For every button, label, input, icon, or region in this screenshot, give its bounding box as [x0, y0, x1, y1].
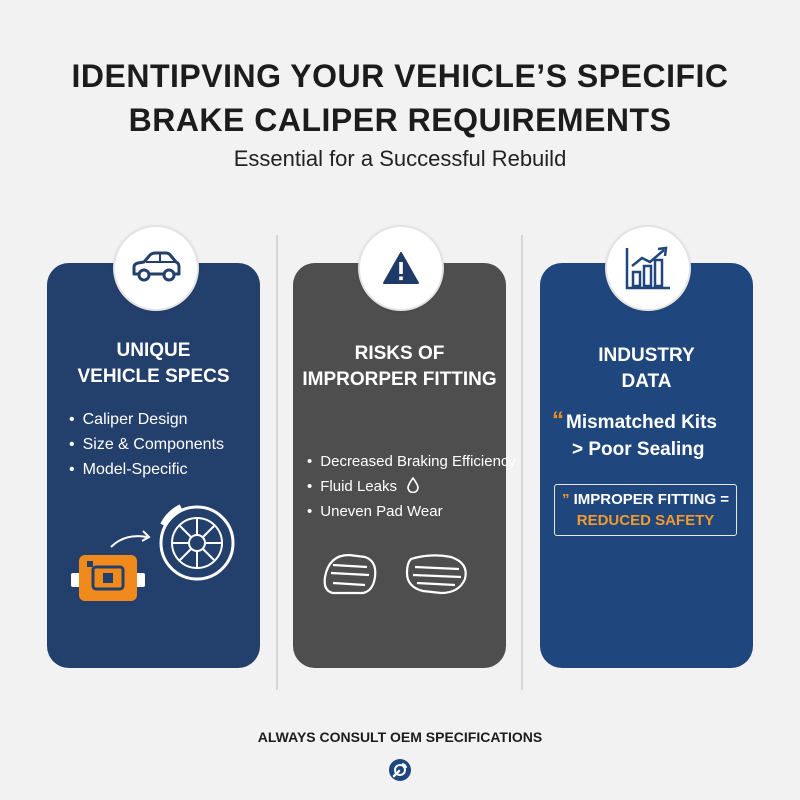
page-title-line-1: IDENTIPVING YOUR VEHICLE’S SPECIFIC [71, 58, 729, 94]
warning-icon [383, 252, 419, 284]
card-heading: UNIQUE VEHICLE SPECS [47, 338, 260, 390]
page-subtitle: Essential for a Successful Rebuild [233, 146, 567, 171]
bar-chart-icon [625, 246, 670, 290]
caliper-and-rotor-illustration [71, 504, 235, 601]
quote-mark-icon: ” [561, 491, 574, 508]
bullet-list: Decreased Braking Efficiency Fluid Leaks… [307, 449, 516, 524]
quote-line-2: > Poor Sealing [572, 439, 705, 460]
bullet-list: Caliper Design Size & Components Model-S… [69, 407, 224, 482]
page-title: IDENTIPVING YOUR VEHICLE’S SPECIFIC BRAK… [0, 54, 800, 142]
quote-line-1: Mismatched Kits [566, 412, 717, 433]
list-item: Caliper Design [69, 407, 224, 432]
page-title-line-2: BRAKE CALIPER REQUIREMENTS [128, 102, 672, 138]
column-divider-left [276, 235, 278, 690]
list-item: Size & Components [69, 432, 224, 457]
card-heading-line-2: DATA [621, 371, 672, 392]
list-item: Uneven Pad Wear [307, 499, 516, 524]
card-risks-of-improper-fitting: RISKS OF IMPRORPER FITTING Decreased Bra… [293, 263, 516, 668]
card-heading-line-1: RISKS OF [354, 343, 445, 364]
industry-quote: “Mismatched Kits > Poor Sealing [552, 407, 747, 463]
callout-line-1: IMPROPER FITTING = [573, 491, 730, 508]
column-divider-right [521, 235, 523, 690]
list-item: Model-Specific [69, 457, 224, 482]
car-icon [132, 251, 181, 282]
card-heading-line-2: IMPRORPER FITTING [302, 369, 497, 390]
safety-callout-box: ” IMPROPER FITTING = REDUCED SAFETY [554, 484, 737, 536]
card-heading-line-1: INDUSTRY [598, 345, 695, 366]
footer-note: ALWAYS CONSULT OEM SPECIFICATIONS [257, 729, 543, 745]
wrench-gear-icon [389, 759, 411, 781]
quote-mark-icon: “ [552, 407, 564, 434]
list-item: Fluid Leaks [307, 474, 516, 499]
card-heading: INDUSTRY DATA [540, 343, 753, 395]
warning-icon-circle [358, 225, 444, 311]
list-item-text: Fluid Leaks [320, 478, 397, 495]
brake-pads-illustration [323, 553, 467, 595]
card-heading-line-2: VEHICLE SPECS [77, 366, 230, 387]
card-unique-vehicle-specs: UNIQUE VEHICLE SPECS Caliper Design Size… [47, 263, 260, 668]
card-industry-data: INDUSTRY DATA “Mismatched Kits > Poor Se… [540, 263, 753, 668]
car-icon-circle [113, 225, 199, 311]
droplet-icon [407, 476, 419, 494]
card-heading: RISKS OF IMPRORPER FITTING [293, 341, 506, 393]
card-heading-line-1: UNIQUE [116, 340, 191, 361]
chart-icon-circle [605, 225, 691, 311]
list-item: Decreased Braking Efficiency [307, 449, 516, 474]
callout-line-2: REDUCED SAFETY [576, 512, 715, 529]
